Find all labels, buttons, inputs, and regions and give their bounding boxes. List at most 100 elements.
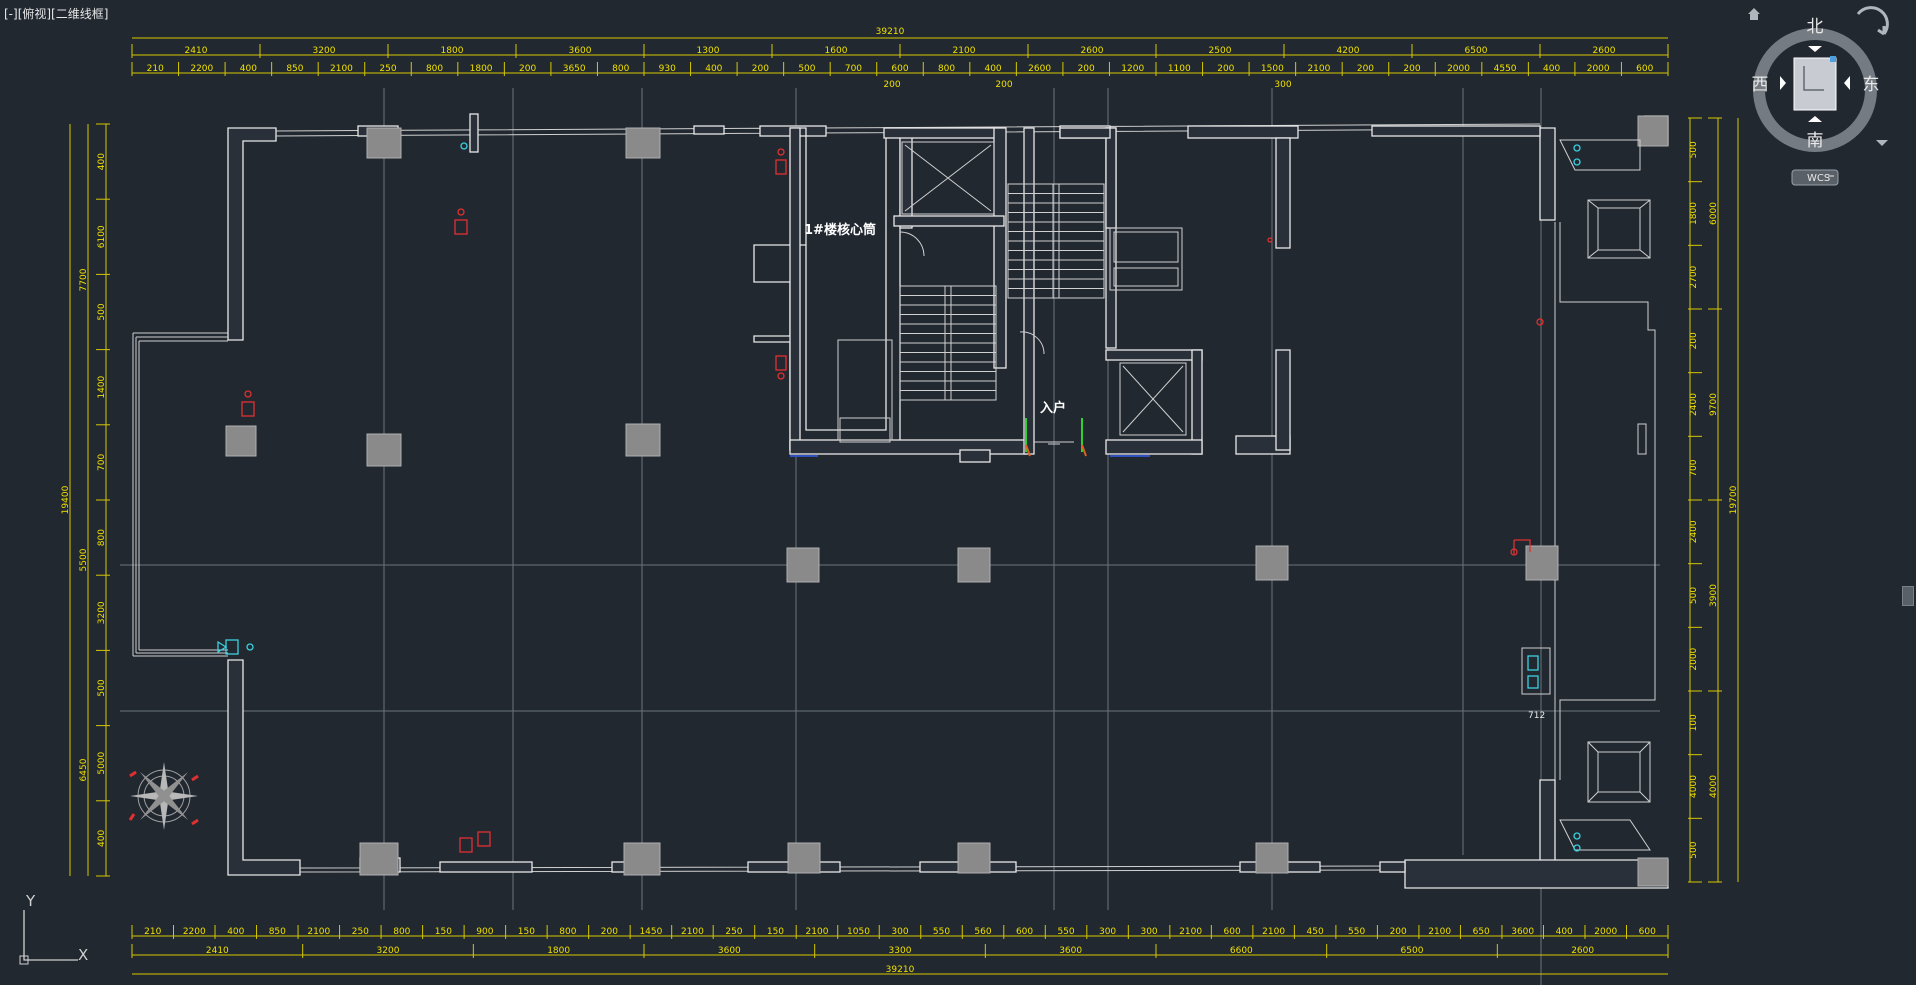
- dim-bottom-row1-label: 2100: [1428, 927, 1451, 937]
- dim-bottom-row1-label: 850: [269, 927, 286, 937]
- dim-top-row1-label: 2410: [185, 46, 208, 56]
- viewcube-east[interactable]: 东: [1863, 75, 1880, 95]
- dim-bottom-row1-label: 150: [435, 927, 452, 937]
- dim-top-row2-label: 200: [519, 64, 536, 74]
- dim-bottom-row1-label: 250: [352, 927, 369, 937]
- dim-top-row2-label: 800: [938, 64, 955, 74]
- dim-right-inner-label: 2400: [1689, 393, 1699, 416]
- viewcube-top-face[interactable]: [1793, 57, 1837, 111]
- dim-bottom-row2-label: 3600: [1059, 946, 1082, 956]
- dim-bottom-row1-label: 400: [227, 927, 244, 937]
- vertical-scrollbar-thumb[interactable]: [1902, 586, 1914, 606]
- dim-right-outer-label: 6000: [1709, 202, 1719, 225]
- dim-bottom-row2-label: 1800: [547, 946, 570, 956]
- dim-bottom-row2-label: 3200: [377, 946, 400, 956]
- dim-bottom-row1-label: 150: [767, 927, 784, 937]
- viewcube[interactable]: 北 南 东 西 WCS: [1748, 6, 1889, 186]
- dim-top-row1-label: 3200: [313, 46, 336, 56]
- dim-bottom-row1-label: 600: [1016, 927, 1033, 937]
- viewcube-west[interactable]: 西: [1752, 75, 1769, 95]
- dim-bottom-total: 39210: [886, 965, 915, 975]
- dim-bottom-row1-label: 2100: [1179, 927, 1202, 937]
- dim-top-row2-label: 3650: [563, 64, 586, 74]
- dim-right-inner-label: 500: [1689, 841, 1699, 858]
- dim-top-row1-label: 2100: [953, 46, 976, 56]
- viewcube-arrow-right-icon[interactable]: [1844, 76, 1850, 90]
- right-shafts: [1521, 139, 1651, 851]
- dim-top-extra-label: 200: [883, 80, 900, 90]
- dim-top-row1-label: 2600: [1081, 46, 1104, 56]
- viewcube-arrow-down-icon[interactable]: [1808, 116, 1822, 122]
- dim-top-row2-label: 1800: [470, 64, 493, 74]
- dim-left-inner-label: 700: [97, 454, 107, 471]
- dim-bottom-row1-label: 2100: [1262, 927, 1285, 937]
- dim-bottom-row1-label: 1050: [847, 927, 870, 937]
- dim-bottom-row1-label: 250: [725, 927, 742, 937]
- dim-top-row2-label: 1200: [1121, 64, 1144, 74]
- dim-top-row2-label: 200: [1357, 64, 1374, 74]
- dim-right-inner-label: 700: [1689, 459, 1699, 476]
- dim-right-inner-label: 1800: [1689, 202, 1699, 225]
- viewcube-arrow-left-icon[interactable]: [1780, 76, 1786, 90]
- dim-bottom-row1-label: 2100: [681, 927, 704, 937]
- dimension-right: 5001800270020024007002400500200010040005…: [1688, 117, 1739, 883]
- dim-right-inner-label: 4000: [1689, 775, 1699, 798]
- home-icon[interactable]: [1748, 8, 1760, 20]
- dim-top-row2-label: 400: [1543, 64, 1560, 74]
- core-room-label: 1#楼核心筒: [804, 222, 876, 238]
- dim-left-7700: 7700: [79, 268, 89, 291]
- dim-bottom-row1-label: 650: [1473, 927, 1490, 937]
- dim-top-row2-label: 2000: [1587, 64, 1610, 74]
- dim-bottom-row2-label: 2600: [1571, 946, 1594, 956]
- dim-top-row2-label: 2000: [1447, 64, 1470, 74]
- dim-bottom-row1-label: 450: [1307, 927, 1324, 937]
- viewcube-north[interactable]: 北: [1807, 17, 1824, 37]
- dim-bottom-row1-label: 600: [1639, 927, 1656, 937]
- dim-top-extra-label: 300: [1274, 80, 1291, 90]
- dim-left-inner-label: 5000: [97, 751, 107, 774]
- dim-bottom-row1-label: 560: [974, 927, 991, 937]
- dim-top-row2-label: 800: [612, 64, 629, 74]
- compass-rose-icon: [128, 762, 199, 830]
- rotate-view-icon[interactable]: [1856, 6, 1889, 36]
- dim-bottom-row1-label: 210: [144, 927, 161, 937]
- ucs-y-label: Y: [25, 892, 36, 910]
- dim-left-inner-label: 500: [97, 303, 107, 320]
- dim-bottom-row1-label: 900: [476, 927, 493, 937]
- small-dim-label: 712: [1528, 711, 1545, 721]
- dim-left-inner-label: 400: [97, 830, 107, 847]
- dim-top-row2-label: 700: [845, 64, 862, 74]
- dim-right-outer-label: 3900: [1709, 584, 1719, 607]
- dim-top-row2-label: 210: [147, 64, 164, 74]
- dim-top-row2-label: 600: [1636, 64, 1653, 74]
- viewcube-arrow-up-icon[interactable]: [1808, 46, 1822, 52]
- dim-right-inner-label: 500: [1689, 587, 1699, 604]
- viewport-label[interactable]: [-][俯视][二维线框]: [4, 7, 109, 21]
- dim-bottom-row1-label: 800: [393, 927, 410, 937]
- dim-bottom-row1-label: 2000: [1594, 927, 1617, 937]
- dim-top-row2-label: 400: [705, 64, 722, 74]
- viewcube-menu-chevron-icon[interactable]: [1876, 140, 1888, 146]
- viewcube-south[interactable]: 南: [1807, 131, 1824, 151]
- dim-bottom-row1-label: 150: [518, 927, 535, 937]
- dim-bottom-row2-label: 2410: [206, 946, 229, 956]
- dim-top-row1-label: 4200: [1337, 46, 1360, 56]
- wcs-label: WCS: [1807, 173, 1830, 184]
- dim-right-inner-label: 2700: [1689, 265, 1699, 288]
- dim-top-row2-label: 200: [1217, 64, 1234, 74]
- dim-right-inner-label: 2400: [1689, 520, 1699, 543]
- dim-top-row1-label: 1600: [825, 46, 848, 56]
- dim-bottom-row1-label: 550: [1348, 927, 1365, 937]
- dim-top-row2-label: 930: [659, 64, 676, 74]
- dim-top-row1-label: 3600: [569, 46, 592, 56]
- core-walls: [753, 127, 1291, 463]
- wcs-button[interactable]: [1791, 169, 1839, 186]
- dim-right-outer-label: 4000: [1709, 775, 1719, 798]
- dim-right-inner-label: 500: [1689, 141, 1699, 158]
- dim-top-row2-label: 2200: [190, 64, 213, 74]
- dim-top-row1-label: 1300: [697, 46, 720, 56]
- dim-bottom-row1-label: 550: [933, 927, 950, 937]
- fixture-markers: [217, 142, 1581, 853]
